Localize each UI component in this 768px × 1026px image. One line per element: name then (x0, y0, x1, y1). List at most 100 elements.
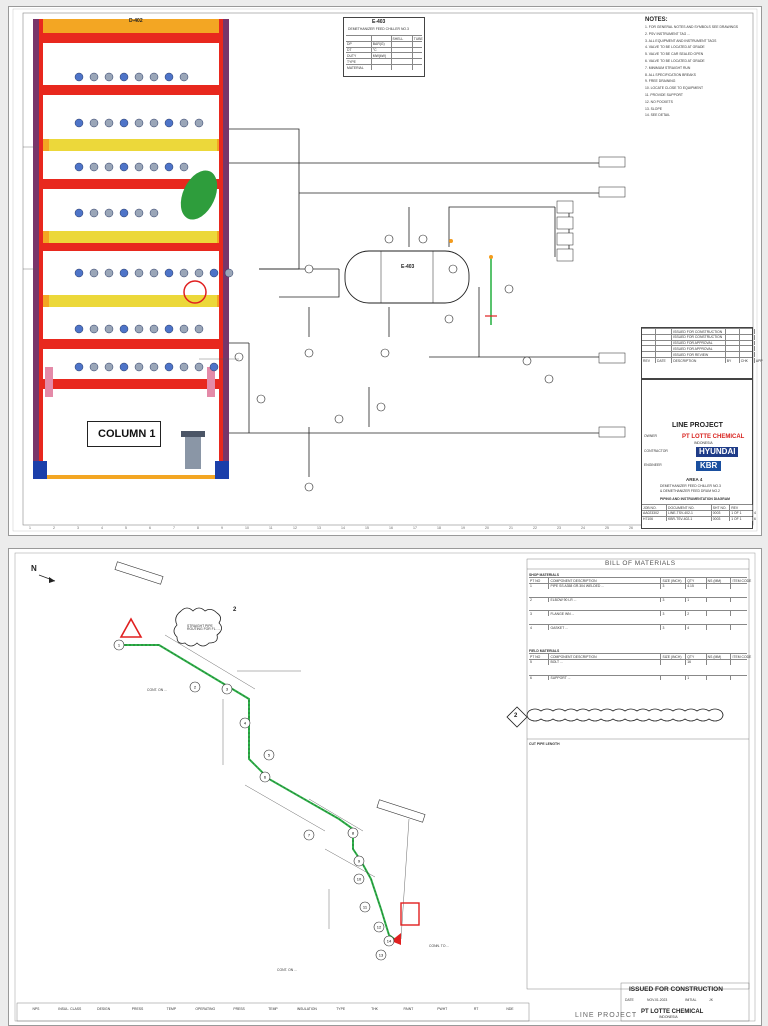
nozzle (179, 362, 189, 372)
table-cell: ISSUED FOR CONSTRUCTION (671, 334, 725, 340)
table-cell: SIZE (INCH) (660, 578, 685, 583)
grid-number: 22 (533, 526, 537, 530)
grid-number: 20 (485, 526, 489, 530)
grid-number: 9 (221, 526, 223, 530)
table-cell: 5 (530, 660, 532, 665)
nozzle (134, 72, 144, 82)
footer-header-cell: INSULATION (296, 1007, 317, 1011)
footer-header-cell: INSUL. CLASS (58, 1007, 82, 1011)
footer-logo: PT LOTTE CHEMICAL (641, 1009, 704, 1015)
footer-header-cell: PAINT (403, 1007, 414, 1011)
revision-marker-1: 2 (233, 607, 237, 613)
nozzle (119, 162, 129, 172)
grid-number: 23 (557, 526, 561, 530)
pt-bubble (263, 749, 275, 761)
footer-header-cell: NPS (32, 1007, 40, 1011)
footer-header-cell: PRESS (233, 1007, 245, 1011)
table-cell: H7106 (643, 517, 653, 522)
nozzle (179, 162, 189, 172)
table-cell: JOB NO. (643, 505, 657, 510)
table-cell (724, 340, 739, 346)
note-item: 2. PSV INSTRUMENT TAG ... (645, 31, 691, 36)
table-cell (655, 346, 671, 352)
table-cell (730, 675, 764, 681)
nozzle (179, 72, 189, 82)
table-cell: DESCRIPTION (671, 357, 725, 363)
bom-section-title: SHOP MATERIALS (529, 573, 560, 577)
table-cell (738, 334, 754, 340)
table-cell: 4.15 (685, 583, 705, 589)
vessel-tag: E-403 (401, 264, 415, 270)
table-cell (642, 341, 655, 346)
table-cell: 6 (751, 516, 766, 522)
footer-header-cell: TYPE (336, 1007, 346, 1011)
nozzle (89, 324, 99, 334)
nozzle (224, 268, 234, 278)
table-cell (655, 340, 671, 346)
table-cell: 2 (685, 611, 705, 617)
note-item: 1. FOR GENERAL NOTES AND SYMBOLS SEE DRA… (645, 25, 739, 29)
grid-number: 8 (197, 526, 199, 530)
table-cell: TYPE (347, 59, 356, 64)
footer-header-cell: TEMP (268, 1007, 278, 1011)
engineer-logo: KBR (696, 461, 722, 471)
bom-revision-marker (506, 706, 528, 728)
table-cell: SIZE (INCH) (660, 654, 685, 659)
nozzle (134, 362, 144, 372)
leader-lines (23, 146, 239, 360)
table-cell: 3 (660, 625, 685, 630)
grid-number: 26 (629, 526, 633, 530)
pt-number: 13 (379, 953, 384, 958)
table-cell: ISSUED FOR REVIEW (671, 352, 725, 357)
drawing-subtitle-2: & DEMETHANIZER FEED DRUM NO.2 (660, 489, 720, 493)
nozzle (119, 72, 129, 82)
table-cell: MW(kW) (370, 53, 391, 59)
nozzle (104, 72, 114, 82)
stamp-date: NOV.01.2023 (647, 998, 668, 1002)
note-item: 5. VALVE TO BE CAR SEALED OPEN (645, 52, 704, 57)
table-cell (730, 625, 764, 630)
table-cell (705, 659, 731, 665)
table-cell: REV (729, 505, 752, 510)
nozzle (149, 362, 159, 372)
pt-number: 7 (308, 833, 311, 838)
nozzle (119, 208, 129, 218)
nozzle (104, 162, 114, 172)
grid-number: 17 (413, 526, 417, 530)
nozzle (89, 72, 99, 82)
table-cell: 4 (685, 625, 705, 630)
pt-number: 12 (377, 925, 382, 930)
nozzle (74, 162, 84, 172)
table-cell (753, 346, 768, 352)
owner-logo-sub: INDONESIA (694, 441, 713, 445)
table-cell: 3 (660, 597, 685, 603)
nozzle (89, 118, 99, 128)
nozzle (89, 268, 99, 278)
table-cell (705, 611, 731, 617)
nozzle (74, 72, 84, 82)
revision-triangle (119, 617, 143, 638)
nozzle (134, 118, 144, 128)
nozzle (74, 362, 84, 372)
instrument-panels (556, 156, 626, 438)
pt-bubble (359, 901, 371, 913)
match-lines (114, 561, 426, 823)
note-item: 4. VALVE TO BE LOCATED AT GRADE (645, 45, 705, 50)
dimension-lines (164, 634, 410, 940)
table-cell: 4 (751, 510, 766, 516)
note-item: 6. VALVE TO BE LOCATED AT GRADE (645, 58, 705, 63)
table-cell (705, 625, 731, 630)
nozzle (149, 118, 159, 128)
table-cell (730, 611, 764, 617)
table-cell (411, 47, 433, 53)
nozzle (149, 324, 159, 334)
exchanger-table: E-403 DEMETHANIZER FEED CHILLER NO.3 SHE… (343, 17, 425, 77)
